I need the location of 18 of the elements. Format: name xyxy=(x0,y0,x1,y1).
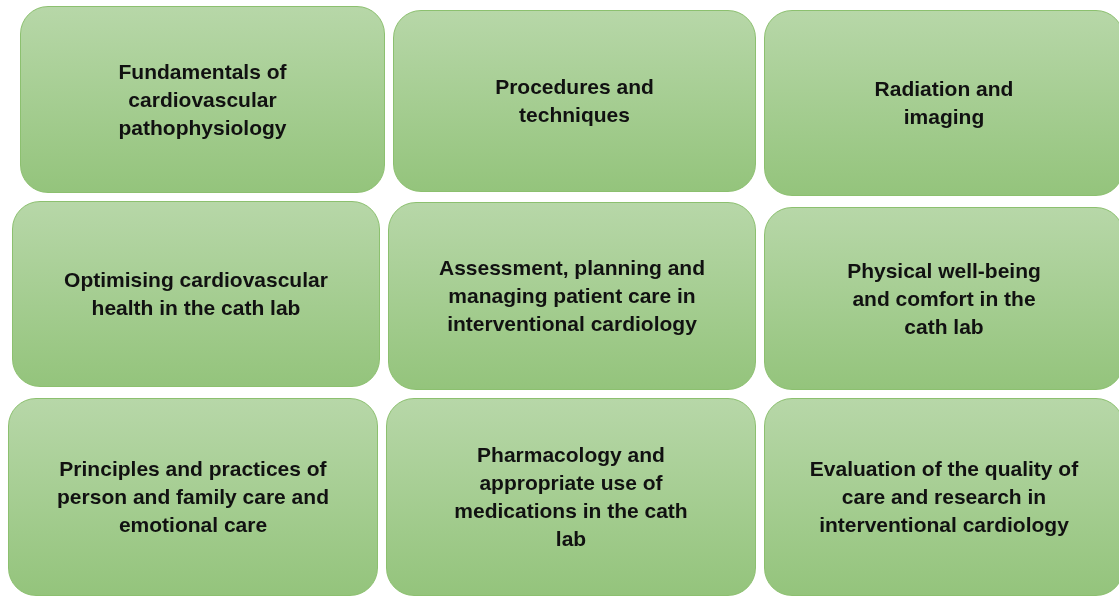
topic-box xyxy=(393,10,756,192)
topic-box xyxy=(764,207,1119,390)
topic-box xyxy=(20,6,385,193)
topic-label: Radiation and imaging xyxy=(873,76,1015,130)
topic-label: Assessment, planning and managing patient care in interventional cardiology xyxy=(437,255,707,337)
topic-box xyxy=(764,10,1119,196)
topic-box xyxy=(8,398,378,596)
topic-box xyxy=(764,398,1119,596)
topic-label: Fundamentals of cardiovascular pathophysiology xyxy=(117,58,288,141)
topic-box xyxy=(386,398,756,596)
topic-box xyxy=(388,202,756,390)
topic-label: Principles and practices of person and family care and emotional care xyxy=(56,456,330,538)
topic-label: Optimising cardiovascular health in the cath lab xyxy=(63,267,329,321)
topic-label: Pharmacology and appropriate use of medications in the cath lab xyxy=(453,442,689,552)
topic-label: Evaluation of the quality of care and research in interventional cardiology xyxy=(808,456,1080,538)
topic-box xyxy=(12,201,380,387)
topic-label: Procedures and techniques xyxy=(494,74,655,128)
topic-label: Physical well-being and comfort in the cath lab xyxy=(846,257,1042,340)
